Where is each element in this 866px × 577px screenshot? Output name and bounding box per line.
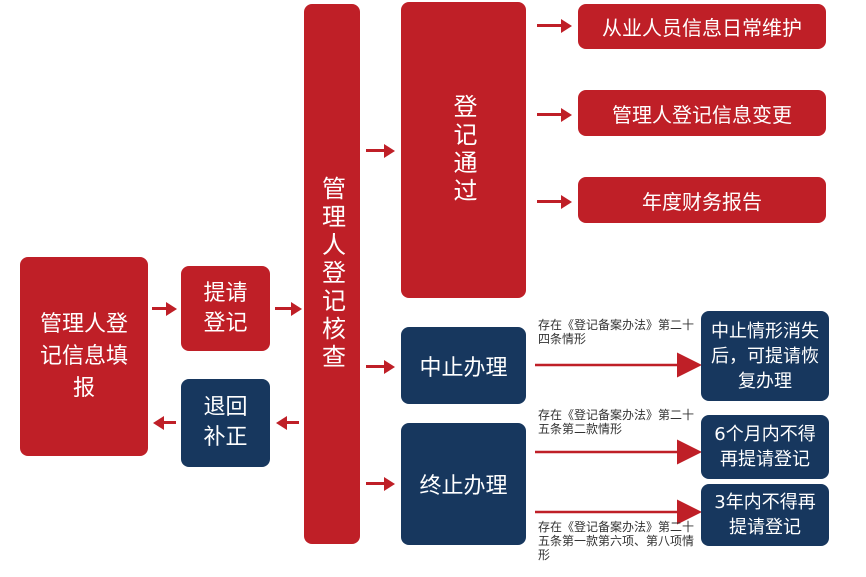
arrow-fill-to-submit	[152, 307, 168, 310]
note-terminate-condition-1: 存在《登记备案办法》第二十五条第二款情形	[538, 408, 695, 436]
node-change: 管理人登记信息变更	[578, 90, 826, 136]
arrow-pass-to-maintain	[537, 24, 563, 27]
node-pass: 登记通过	[401, 2, 526, 298]
node-suspend: 中止办理	[401, 327, 526, 404]
node-submit: 提请登记	[181, 266, 270, 351]
arrow-review-to-suspend	[366, 365, 386, 368]
arrow-pass-to-change	[537, 113, 563, 116]
arrow-pass-to-annual	[537, 200, 563, 203]
node-terminate-result-1: 6个月内不得再提请登记	[701, 415, 829, 479]
arrow-review-to-return	[285, 421, 299, 424]
node-annual: 年度财务报告	[578, 177, 826, 223]
note-terminate-condition-2: 存在《登记备案办法》第二十五条第一款第六项、第八项情形	[538, 520, 695, 562]
node-terminate-result-2: 3年内不得再提请登记	[701, 484, 829, 546]
node-fill-info: 管理人登记信息填报	[20, 257, 148, 456]
node-return: 退回补正	[181, 379, 270, 467]
arrow-review-to-pass	[366, 149, 386, 152]
node-terminate: 终止办理	[401, 423, 526, 545]
node-suspend-result: 中止情形消失后，可提请恢复办理	[701, 311, 829, 401]
arrow-review-to-terminate	[366, 482, 386, 485]
node-maintain: 从业人员信息日常维护	[578, 4, 826, 49]
note-suspend-condition: 存在《登记备案办法》第二十四条情形	[538, 318, 695, 346]
node-review: 管理人登记核查	[304, 4, 360, 544]
arrow-submit-to-review	[275, 307, 293, 310]
arrow-return-to-fill	[162, 421, 176, 424]
